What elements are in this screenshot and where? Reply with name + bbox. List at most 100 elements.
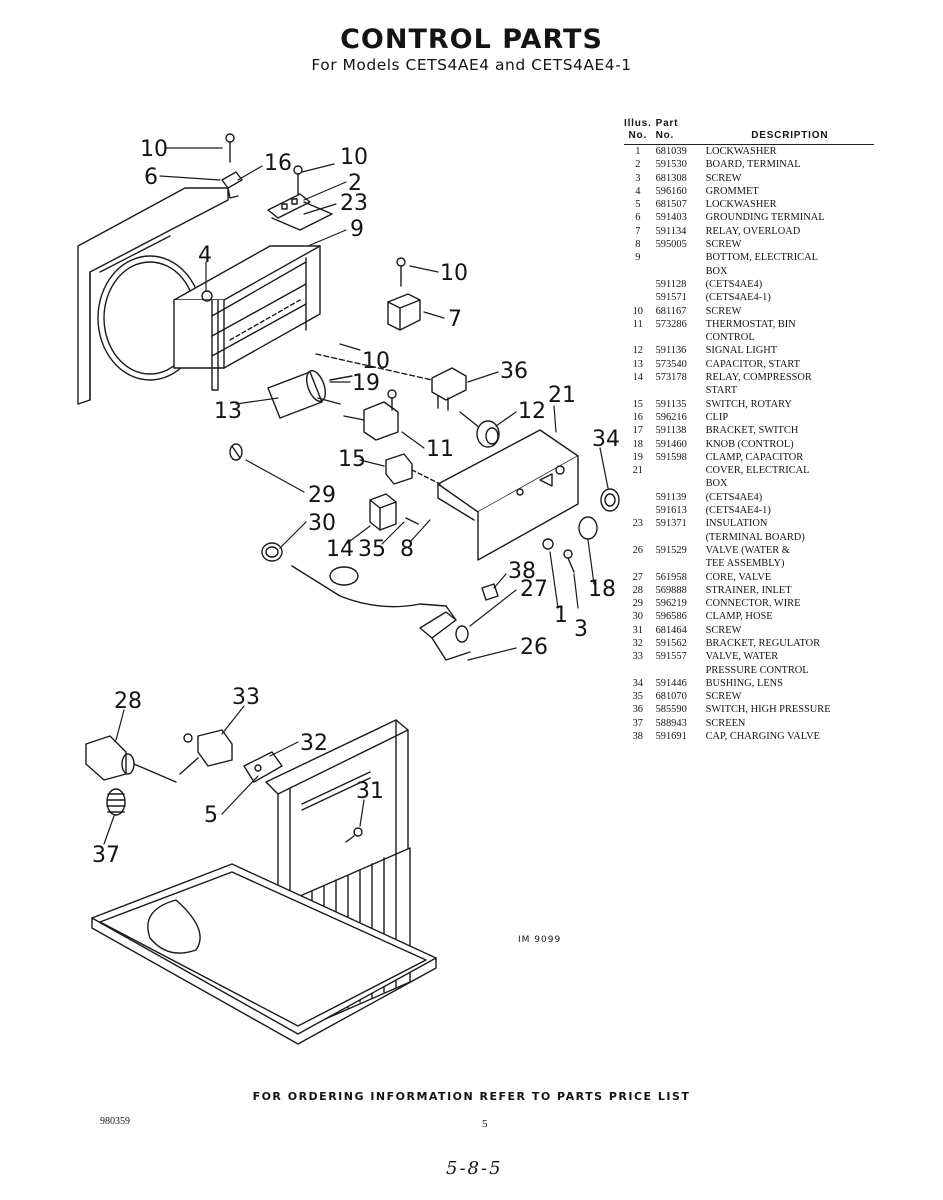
parts-table-header: Illus. No. Part No. DESCRIPTION [624, 118, 874, 145]
description-cell: Clip [705, 411, 729, 423]
part-no-header: Part No. [651, 118, 702, 145]
table-row: 16596216Clip [624, 411, 874, 424]
description-cell: Bushing, Lens [705, 677, 783, 689]
illus-no-cell: 6 [635, 212, 641, 224]
illus-no-cell [624, 278, 652, 291]
part-no-cell: 596160 [655, 185, 687, 197]
description-cell: Screw [705, 239, 742, 251]
table-row: 12 591136 Signal Light [624, 344, 874, 357]
part-no-cell: 591529 [655, 544, 687, 556]
part-no-cell: 591136 [655, 345, 687, 357]
callout-label: 14 [326, 537, 354, 562]
description-cell: Valve (Water & [705, 544, 790, 556]
callout-label: 33 [232, 685, 260, 710]
illus-no-cell [624, 384, 652, 397]
wire-connector [229, 443, 243, 461]
inlet-strainer [85, 735, 177, 783]
overload-relay [387, 257, 421, 331]
part-no-cell: 591613 [655, 505, 687, 517]
description-cell: Relay, Compressor [705, 372, 812, 384]
illus-no-cell [624, 504, 652, 517]
illus-no-cell: 32 [632, 637, 643, 649]
description-cell: Capacitor, Start [705, 358, 800, 370]
callout-label: 29 [308, 483, 336, 508]
description-cell: Core, Valve [705, 571, 772, 583]
parts-table-body: 1681039Lockwasher2591530Board, Terminal3… [624, 145, 874, 744]
illus-no-cell: 12 [632, 345, 643, 357]
table-row: Start [624, 384, 874, 397]
table-row: 8595005Screw [624, 238, 874, 251]
ordering-note: FOR ORDERING INFORMATION REFER TO PARTS … [252, 1090, 691, 1103]
part-no-cell: 569888 [655, 584, 687, 596]
table-row: 3681308Screw [624, 172, 874, 185]
illus-no-cell: 31 [632, 624, 643, 636]
table-row: 5681507Lockwasher [624, 198, 874, 211]
description-cell: Box [705, 265, 728, 277]
screw-10-top [225, 133, 235, 163]
description-cell: Relay, Overload [705, 225, 801, 237]
description-cell: Control [705, 332, 755, 344]
callout-label: 2 [348, 171, 362, 196]
illus-no-cell: 34 [632, 677, 643, 689]
table-row: 9Bottom, Electrical [624, 251, 874, 264]
illus-no-cell: 36 [632, 704, 643, 716]
illus-no-cell: 10 [632, 305, 643, 317]
part-no-cell: 591138 [655, 425, 687, 437]
callout-label: 5 [204, 803, 218, 828]
part-no-cell [652, 331, 702, 344]
header-label: Part [655, 118, 679, 129]
illus-no-cell: 28 [632, 584, 643, 596]
illus-no-cell [624, 491, 652, 504]
table-row: 6591403Grounding Terminal [624, 211, 874, 224]
callout-label: 11 [426, 437, 454, 462]
illus-no-cell: 16 [632, 411, 643, 423]
callout-label: 9 [350, 217, 364, 242]
description-cell: (CETS4AE4) [705, 491, 763, 503]
illus-no-cell: 33 [632, 651, 643, 663]
leader-lines [103, 147, 609, 845]
description-cell: (CETS4AE4) [705, 278, 763, 290]
electrical-box-bottom [173, 245, 321, 391]
part-no-cell: 591598 [655, 451, 687, 463]
description-cell: Grommet [705, 185, 759, 197]
part-no-cell [652, 531, 702, 544]
callout-label: 1 [554, 603, 568, 628]
table-row: 591613 (CETS4AE4-1) [624, 504, 874, 517]
table-row: Control [624, 331, 874, 344]
callout-label: 38 [508, 559, 536, 584]
illus-no-cell: 19 [632, 451, 643, 463]
illus-no-cell: 21 [632, 465, 643, 477]
part-no-cell: 591139 [655, 491, 687, 503]
description-cell: Signal Light [705, 345, 778, 357]
page-number: 5 [482, 1118, 488, 1130]
table-row: 13573540Capacitor, Start [624, 358, 874, 371]
description-cell: Tee Assembly) [705, 558, 785, 570]
document-number: 980359 [100, 1116, 130, 1127]
table-row: 33591557Valve, Water [624, 650, 874, 663]
description-cell: Screw [705, 691, 742, 703]
illus-no-cell: 35 [632, 691, 643, 703]
part-no-cell: 595005 [655, 239, 687, 251]
callout-label: 34 [592, 427, 620, 452]
description-cell: Thermostat, Bin [705, 318, 796, 330]
description-cell: (CETS4AE4-1) [705, 505, 771, 517]
part-no-cell: 591557 [655, 651, 687, 663]
description-cell: Screw [705, 172, 742, 184]
table-row: (Terminal Board) [624, 531, 874, 544]
handwritten-date: 5-8-5 [446, 1158, 503, 1179]
callout-label: 26 [520, 635, 548, 660]
illus-no-cell [624, 477, 652, 490]
water-valve-assembly [419, 611, 471, 661]
part-no-cell: 591128 [655, 278, 687, 290]
water-pressure-valve [179, 729, 233, 775]
table-row: 31681464Screw [624, 624, 874, 637]
table-row: 37588943Screen [624, 717, 874, 730]
description-cell: Bracket, Regulator [705, 637, 821, 649]
part-no-cell: 681070 [655, 691, 687, 703]
part-no-cell [652, 557, 702, 570]
part-no-cell: 591135 [655, 398, 687, 410]
callout-label: 7 [448, 307, 462, 332]
table-row: 2591530Board, Terminal [624, 158, 874, 171]
description-cell: Clamp, Capacitor [705, 451, 804, 463]
callout-label: 13 [214, 399, 242, 424]
